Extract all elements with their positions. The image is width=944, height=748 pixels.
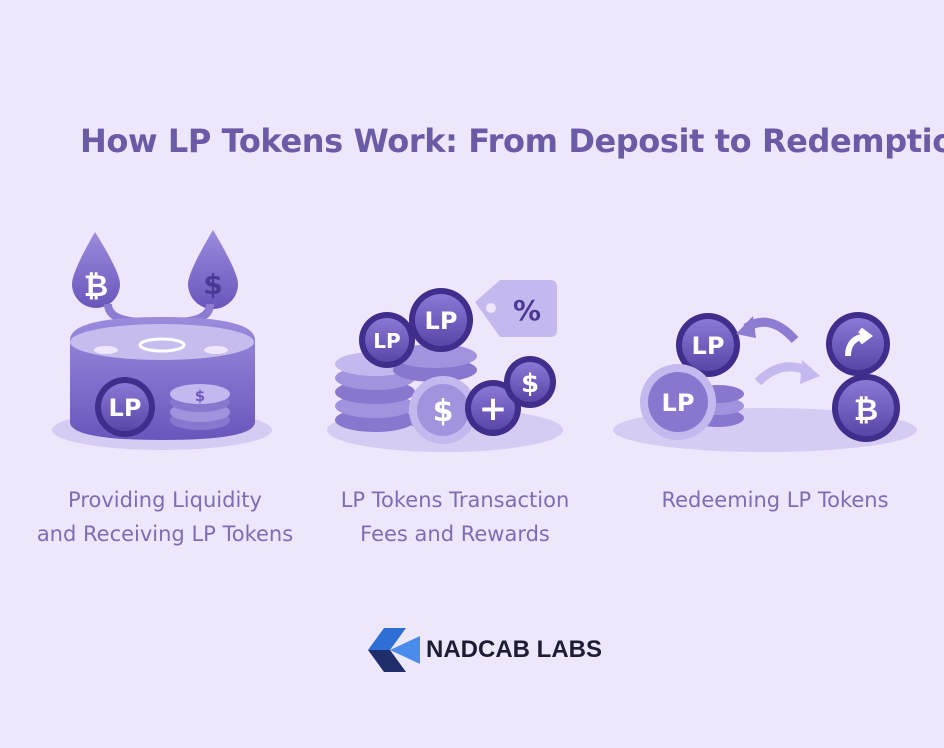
step-1-caption-line-1: Providing Liquidity	[68, 488, 262, 512]
step-1-caption: Providing Liquidity and Receiving LP Tok…	[10, 483, 320, 551]
lp-token-label: LP	[425, 307, 458, 335]
percent-symbol: %	[513, 294, 541, 327]
lp-token-label: LP	[109, 394, 142, 422]
step-2-caption-line-2: Fees and Rewards	[360, 522, 550, 546]
liquidity-pool-icon: ₿ $ LP $	[52, 230, 272, 450]
page-title: How LP Tokens Work: From Deposit to Rede…	[80, 122, 944, 160]
step-2-caption-line-1: LP Tokens Transaction	[340, 488, 570, 512]
bitcoin-symbol: ₿	[854, 393, 878, 428]
step-2-caption: LP Tokens Transaction Fees and Rewards	[315, 483, 595, 551]
fees-rewards-icon: LP LP % $ + $	[327, 280, 563, 452]
step-3-caption-line-1: Redeeming LP Tokens	[661, 488, 889, 512]
dollar-symbol: $	[521, 369, 539, 399]
lp-token-label: LP	[662, 389, 695, 417]
plus-symbol: +	[479, 389, 508, 429]
step-1-caption-line-2: and Receiving LP Tokens	[36, 522, 294, 546]
brand-name: NADCAB LABS	[426, 636, 602, 663]
lp-token-label: LP	[692, 332, 725, 360]
lp-token-label: LP	[373, 329, 400, 353]
dollar-coin-symbol: $	[195, 387, 205, 405]
redeem-exchange-icon: LP LP ₿	[613, 312, 917, 452]
dollar-coin-symbol: $	[433, 394, 454, 429]
nadcab-logo-icon	[368, 628, 420, 672]
dollar-symbol: $	[203, 268, 222, 301]
step-3-caption: Redeeming LP Tokens	[620, 483, 930, 517]
bitcoin-symbol: ₿	[84, 269, 108, 304]
